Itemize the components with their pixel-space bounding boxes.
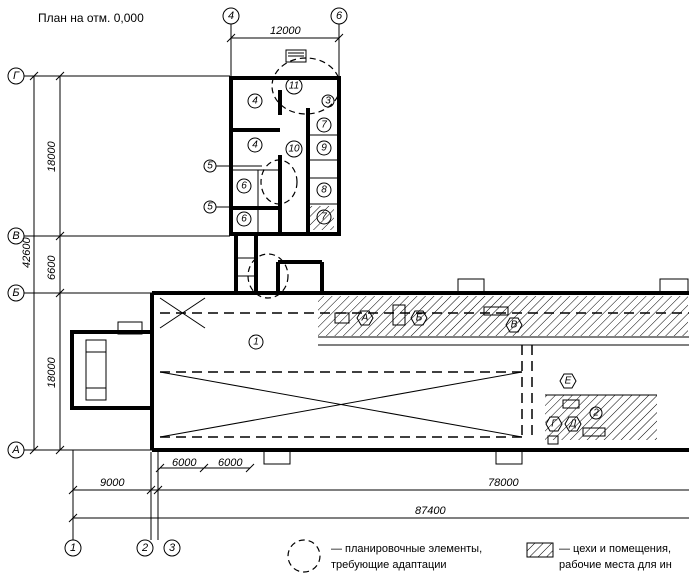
workplace-e: Е — [565, 376, 572, 387]
room-11: 11 — [289, 81, 299, 92]
adapt-circle-corridor — [247, 253, 289, 299]
workplace-d: Д — [568, 419, 576, 430]
dim-18000-bottom: 18000 — [46, 357, 58, 388]
workplace-b: Б — [416, 313, 423, 324]
plan-title: План на отм. 0,000 — [38, 11, 144, 25]
room-3: 3 — [325, 96, 331, 107]
dim-6600: 6600 — [46, 255, 58, 280]
room-7b: 7 — [321, 212, 327, 223]
axis-label-1: 1 — [70, 542, 76, 554]
axis-marker-2 — [136, 539, 154, 557]
workplace-a: А — [361, 313, 369, 324]
room-8: 8 — [321, 185, 327, 196]
workplace-v: В — [511, 320, 518, 331]
legend-hatch-line2: рабочие места для ин — [559, 559, 672, 571]
legend-circle-line2: требующие адаптации — [331, 559, 447, 571]
axis-label-6: 6 — [336, 10, 343, 22]
adapt-circle-mid — [260, 159, 298, 205]
legend-circle-line1: — планировочные элементы, — [331, 543, 482, 555]
axis-label-v: В — [12, 230, 19, 242]
legend-hatch-swatch-icon — [526, 542, 554, 558]
legend-dashed-circle-icon — [287, 539, 321, 573]
room-6b: 6 — [241, 214, 247, 225]
dim-9000: 9000 — [100, 477, 125, 489]
legend-hatch-line1: — цехи и помещения, — [559, 543, 671, 555]
hatched-workshop-upper — [318, 296, 688, 336]
adapt-circle-top — [271, 57, 341, 115]
room-2: 2 — [592, 408, 599, 419]
axis-label-4: 4 — [228, 10, 234, 22]
workplace-g: Г — [551, 419, 558, 430]
axis-label-a: А — [11, 444, 19, 456]
room-5b: 5 — [207, 202, 213, 213]
room-4a: 4 — [252, 96, 258, 107]
room-7a: 7 — [321, 120, 327, 131]
room-4b: 4 — [252, 140, 258, 151]
axis-label-g: Г — [13, 70, 20, 82]
dim-12000: 12000 — [270, 25, 301, 37]
room-10: 10 — [288, 144, 300, 155]
dim-bay-1: 6000 — [172, 457, 197, 469]
dim-bay-2: 6000 — [218, 457, 243, 469]
axis-marker-3 — [163, 539, 181, 557]
axis-label-3: 3 — [169, 542, 176, 554]
axis-marker-1 — [64, 539, 82, 557]
room-9: 9 — [321, 143, 327, 154]
dim-78000: 78000 — [488, 477, 519, 489]
axis-label-2: 2 — [141, 542, 148, 554]
room-1: 1 — [253, 337, 259, 348]
dim-42600: 42600 — [21, 237, 33, 268]
room-5a: 5 — [207, 161, 213, 172]
axis-label-b: Б — [12, 287, 19, 299]
axis-marker-4 — [222, 7, 240, 25]
dim-87400: 87400 — [415, 505, 446, 517]
hatched-workshop-lower — [545, 395, 657, 440]
dim-18000-top: 18000 — [46, 141, 58, 172]
axis-marker-6 — [330, 7, 348, 25]
room-6a: 6 — [241, 181, 247, 192]
